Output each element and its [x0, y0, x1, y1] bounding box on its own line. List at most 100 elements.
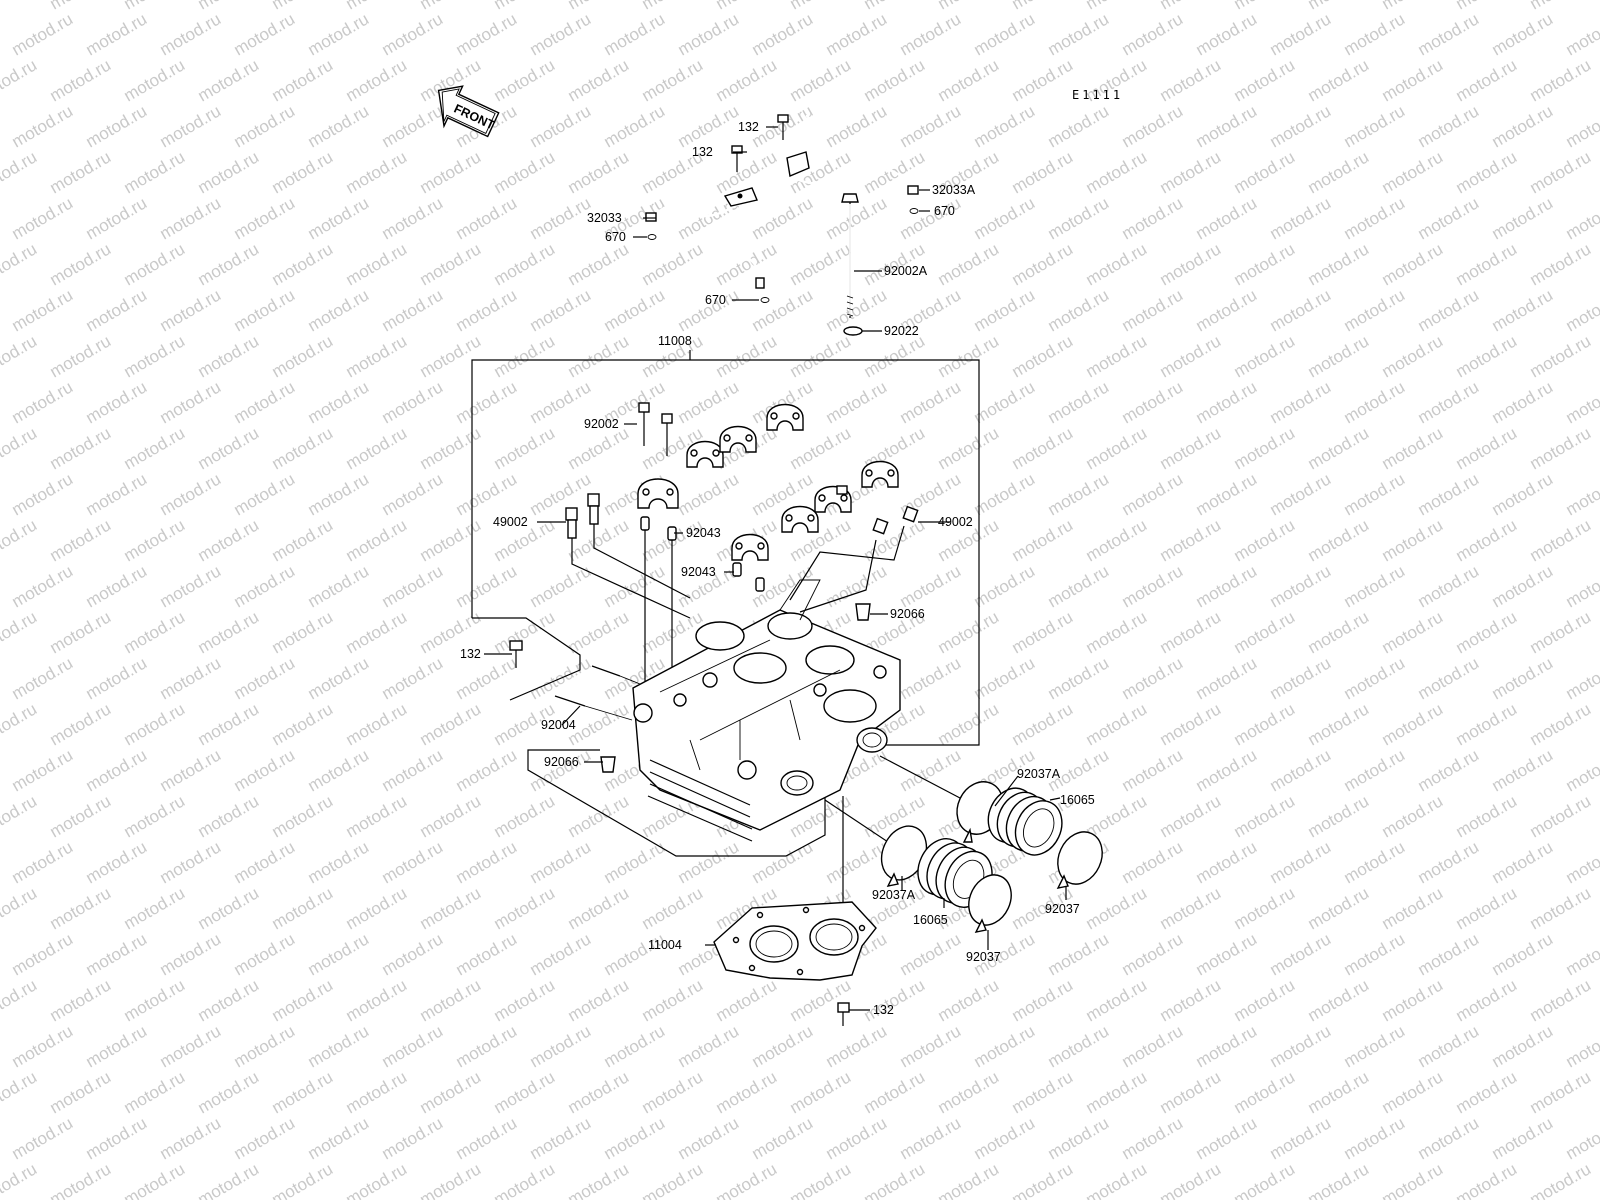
watermark-text: motod.ru [1341, 101, 1409, 151]
watermark-text: motod.ru [1489, 561, 1557, 611]
watermark-text: motod.ru [1267, 745, 1335, 795]
label-plug-lower: 92066 [544, 755, 579, 769]
watermark-text: motod.ru [0, 837, 2, 887]
watermark-text: motod.ru [1341, 9, 1409, 59]
watermark-text: motod.ru [269, 55, 337, 105]
watermark-text: motod.ru [1453, 699, 1521, 749]
watermark-text: motod.ru [1563, 377, 1600, 427]
watermark-text: motod.ru [1045, 653, 1113, 703]
watermark-text: motod.ru [1193, 837, 1261, 887]
label-bottom-bolt: 132 [873, 1003, 894, 1017]
watermark-text: motod.ru [1157, 883, 1225, 933]
watermark-text: motod.ru [491, 0, 559, 13]
watermark-text: motod.ru [1489, 653, 1557, 703]
watermark-text: motod.ru [1341, 929, 1409, 979]
stud-icon [554, 665, 641, 721]
dowel-icon [732, 562, 742, 577]
watermark-text: motod.ru [1083, 1159, 1151, 1200]
dowel-icon [755, 577, 765, 592]
watermark-text: motod.ru [1305, 331, 1373, 381]
watermark-text: motod.ru [1119, 1113, 1187, 1163]
watermark-text: motod.ru [1267, 1021, 1335, 1071]
watermark-text: motod.ru [343, 883, 411, 933]
watermark-text: motod.ru [1009, 515, 1077, 565]
watermark-text: motod.ru [453, 837, 521, 887]
watermark-text: motod.ru [601, 929, 669, 979]
watermark-text: motod.ru [121, 699, 189, 749]
watermark-text: motod.ru [897, 1021, 965, 1071]
label-clamp-a-left: 92037A [872, 888, 916, 902]
watermark-text: motod.ru [639, 883, 707, 933]
watermark-text: motod.ru [1563, 9, 1600, 59]
watermark-text: motod.ru [1083, 1067, 1151, 1117]
watermark-text: motod.ru [1341, 193, 1409, 243]
watermark-text: motod.ru [9, 101, 77, 151]
watermark-text: motod.ru [1231, 1159, 1299, 1200]
watermark-text: motod.ru [1527, 331, 1595, 381]
watermark-text: motod.ru [935, 699, 1003, 749]
watermark-text: motod.ru [417, 1067, 485, 1117]
watermark-text: motod.ru [0, 377, 2, 427]
watermark-text: motod.ru [1305, 515, 1373, 565]
watermark-text: motod.ru [1453, 423, 1521, 473]
watermark-text: motod.ru [83, 745, 151, 795]
watermark-text: motod.ru [1379, 331, 1447, 381]
watermark-text: motod.ru [343, 515, 411, 565]
watermark-text: motod.ru [1305, 55, 1373, 105]
watermark-text: motod.ru [1193, 469, 1261, 519]
watermark-text: motod.ru [639, 0, 707, 13]
watermark-text: motod.ru [749, 1021, 817, 1071]
watermark-text: motod.ru [195, 699, 263, 749]
watermark-text: motod.ru [1009, 1067, 1077, 1117]
watermark-text: motod.ru [0, 469, 2, 519]
watermark-text: motod.ru [0, 331, 40, 381]
watermark-text: motod.ru [935, 1067, 1003, 1117]
watermark-text: motod.ru [639, 55, 707, 105]
watermark-text: motod.ru [1415, 469, 1483, 519]
watermark-text: motod.ru [0, 745, 2, 795]
watermark-text: motod.ru [9, 929, 77, 979]
watermark-text: motod.ru [1379, 515, 1447, 565]
watermark-text: motod.ru [231, 929, 299, 979]
watermark-text: motod.ru [121, 607, 189, 657]
watermark-text: motod.ru [1341, 561, 1409, 611]
watermark-text: motod.ru [1231, 55, 1299, 105]
watermark-text: motod.ru [269, 1159, 337, 1200]
watermark-text: motod.ru [1157, 607, 1225, 657]
watermark-text: motod.ru [1415, 653, 1483, 703]
watermark-text: motod.ru [565, 147, 633, 197]
watermark-text: motod.ru [1231, 975, 1299, 1025]
watermark-text: motod.ru [1231, 1067, 1299, 1117]
label-oil-pipe-right: 32033A [932, 183, 976, 197]
watermark-text: motod.ru [157, 745, 225, 795]
watermark-text: motod.ru [305, 929, 373, 979]
watermark-text: motod.ru [417, 147, 485, 197]
watermark-text: motod.ru [1157, 55, 1225, 105]
watermark-text: motod.ru [565, 883, 633, 933]
watermark-text: motod.ru [343, 699, 411, 749]
watermark-text: motod.ru [1379, 423, 1447, 473]
watermark-text: motod.ru [1267, 929, 1335, 979]
label-holder-right: 16065 [1060, 793, 1095, 807]
camshaft-caps [637, 403, 899, 561]
watermark-text: motod.ru [1157, 0, 1225, 13]
watermark-text: motod.ru [675, 469, 743, 519]
watermark-text: motod.ru [9, 561, 77, 611]
watermark-text: motod.ru [195, 1159, 263, 1200]
watermark-text: motod.ru [1157, 1067, 1225, 1117]
watermark-text: motod.ru [1563, 193, 1600, 243]
watermark-text: motod.ru [527, 469, 595, 519]
watermark-text: motod.ru [787, 55, 855, 105]
watermark-text: motod.ru [935, 607, 1003, 657]
watermark-text: motod.ru [1415, 745, 1483, 795]
watermark-text: motod.ru [1415, 929, 1483, 979]
watermark-text: motod.ru [1379, 699, 1447, 749]
watermark-text: motod.ru [269, 331, 337, 381]
watermark-text: motod.ru [1415, 193, 1483, 243]
watermark-text: motod.ru [305, 9, 373, 59]
watermark-text: motod.ru [527, 9, 595, 59]
watermark-text: motod.ru [1489, 929, 1557, 979]
watermark-text: motod.ru [379, 929, 447, 979]
watermark-text: motod.ru [1341, 1113, 1409, 1163]
watermark-text: motod.ru [121, 883, 189, 933]
